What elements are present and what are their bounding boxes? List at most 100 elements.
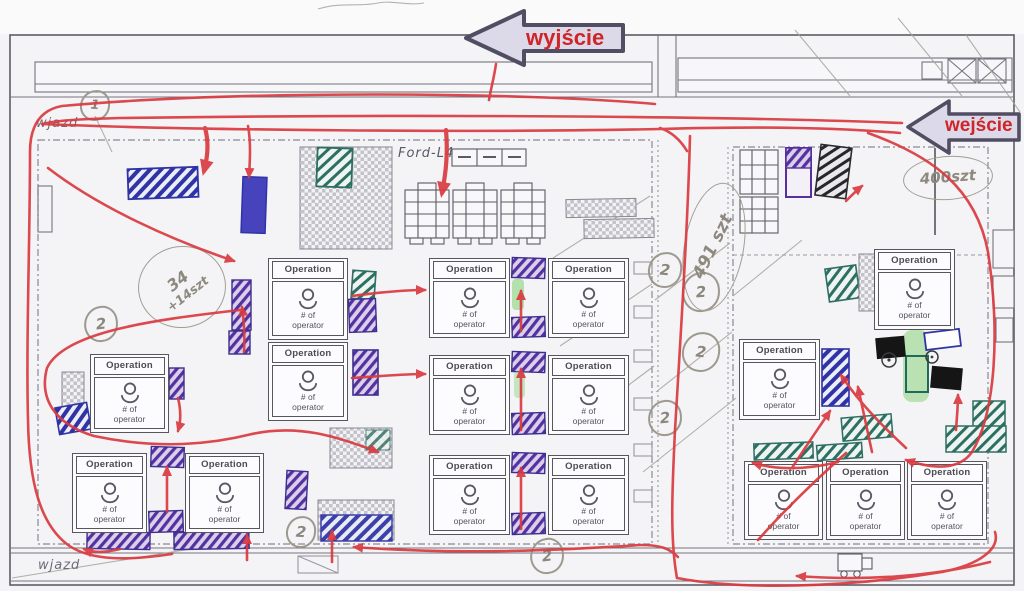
operator-icon (905, 278, 924, 300)
operation-box: Operation # of operator (907, 461, 987, 540)
operation-box: Operation # of operator (429, 455, 510, 535)
operator-role-label: operator (572, 515, 605, 526)
operator-role-label: operator (292, 402, 324, 412)
operator-icon (100, 482, 119, 503)
operator-count-label: # of (122, 404, 137, 414)
operator-count-label: # of (907, 300, 922, 310)
operation-box: Operation # of operator (90, 354, 169, 433)
operation-box-header: Operation (433, 261, 506, 279)
operation-box: Operation # of operator (268, 342, 348, 421)
operation-box-body: # of operator (748, 484, 819, 536)
operator-icon (120, 382, 139, 404)
operator-icon (215, 482, 234, 503)
operator-role-label: operator (453, 318, 486, 329)
operator-count-label: # of (462, 505, 477, 516)
gate-label-bottom: wjazd (38, 558, 81, 573)
operator-count-label: # of (300, 392, 316, 402)
operator-role-label: operator (572, 318, 605, 329)
operation-box: Operation # of operator (72, 453, 147, 533)
drawing-title: Ford-L4 (398, 146, 455, 161)
operation-box-body: # of operator (189, 476, 260, 529)
entrance-label: wejście (945, 115, 1013, 136)
operation-box-header: Operation (433, 458, 506, 476)
operation-box-body: # of operator (94, 377, 165, 429)
operation-box: Operation # of operator (429, 355, 510, 435)
operation-box-body: # of operator (911, 484, 983, 536)
operation-box: Operation # of operator (744, 461, 823, 540)
operator-count-label: # of (939, 511, 955, 521)
operation-box-body: # of operator (552, 478, 625, 531)
operation-box-header: Operation (911, 464, 983, 482)
operation-box-header: Operation (552, 358, 625, 376)
operation-box-header: Operation (76, 456, 143, 474)
exit-flow-arrow: wyjście (460, 8, 625, 68)
operator-icon (579, 287, 598, 308)
operator-role-label: operator (898, 310, 931, 320)
operation-box-body: # of operator (830, 484, 901, 536)
operator-role-label: operator (453, 515, 486, 526)
operator-count-label: # of (462, 308, 477, 319)
operation-box-body: # of operator (433, 378, 506, 431)
operation-box-body: # of operator (272, 281, 344, 336)
operator-count-label: # of (858, 511, 873, 521)
operator-count-label: # of (581, 505, 596, 516)
operation-box-header: Operation (433, 358, 506, 376)
operation-box-header: Operation (189, 456, 260, 474)
operator-role-label: operator (931, 521, 963, 531)
gate-label-top: wjazd (36, 116, 79, 131)
operator-role-label: operator (93, 513, 126, 524)
operation-box: Operation # of operator (874, 249, 955, 330)
operation-box: Operation # of operator (826, 461, 905, 540)
operation-box-header: Operation (94, 357, 165, 375)
operation-box-body: # of operator (552, 281, 625, 334)
operator-count-label: # of (772, 390, 787, 400)
operator-role-label: operator (113, 414, 146, 424)
operation-box-body: # of operator (743, 362, 816, 416)
operator-icon (579, 384, 598, 405)
operation-box: Operation # of operator (739, 339, 820, 420)
operator-count-label: # of (581, 405, 596, 416)
operator-count-label: # of (581, 308, 596, 319)
operator-icon (774, 489, 793, 511)
operation-box-header: Operation (748, 464, 819, 482)
operation-box-header: Operation (272, 261, 344, 279)
operation-box-body: # of operator (272, 365, 344, 417)
operation-box-header: Operation (743, 342, 816, 360)
operation-box-header: Operation (878, 252, 951, 270)
entrance-flow-arrow: wejście (903, 98, 1021, 156)
operator-count-label: # of (462, 405, 477, 416)
operator-role-label: operator (767, 521, 800, 531)
operation-box-body: # of operator (433, 281, 506, 334)
operator-role-label: operator (572, 415, 605, 426)
operator-icon (937, 489, 957, 511)
operator-role-label: operator (292, 319, 324, 330)
operator-icon (856, 489, 875, 511)
operator-role-label: operator (849, 521, 882, 531)
operator-icon (460, 384, 479, 405)
operator-count-label: # of (300, 309, 316, 320)
operator-count-label: # of (776, 511, 791, 521)
operator-count-label: # of (102, 503, 117, 514)
operator-count-label: # of (217, 503, 232, 514)
drawing-lines (9, 34, 1015, 586)
operator-icon (770, 368, 789, 390)
operation-box-body: # of operator (433, 478, 506, 531)
operator-icon (298, 288, 318, 309)
exit-label: wyjście (526, 25, 605, 50)
operation-box: Operation # of operator (548, 258, 629, 338)
operation-box-body: # of operator (878, 272, 951, 326)
operation-box-header: Operation (830, 464, 901, 482)
operator-icon (460, 484, 479, 505)
operation-box-header: Operation (552, 261, 625, 279)
operation-box: Operation # of operator (548, 355, 629, 435)
operation-box-header: Operation (272, 345, 344, 363)
operator-icon (298, 370, 318, 392)
operation-box: Operation # of operator (185, 453, 264, 533)
operator-icon (460, 287, 479, 308)
operation-box-header: Operation (552, 458, 625, 476)
operation-box: Operation # of operator (548, 455, 629, 535)
operator-role-label: operator (208, 513, 241, 524)
operation-box: Operation # of operator (429, 258, 510, 338)
operation-box: Operation # of operator (268, 258, 348, 340)
